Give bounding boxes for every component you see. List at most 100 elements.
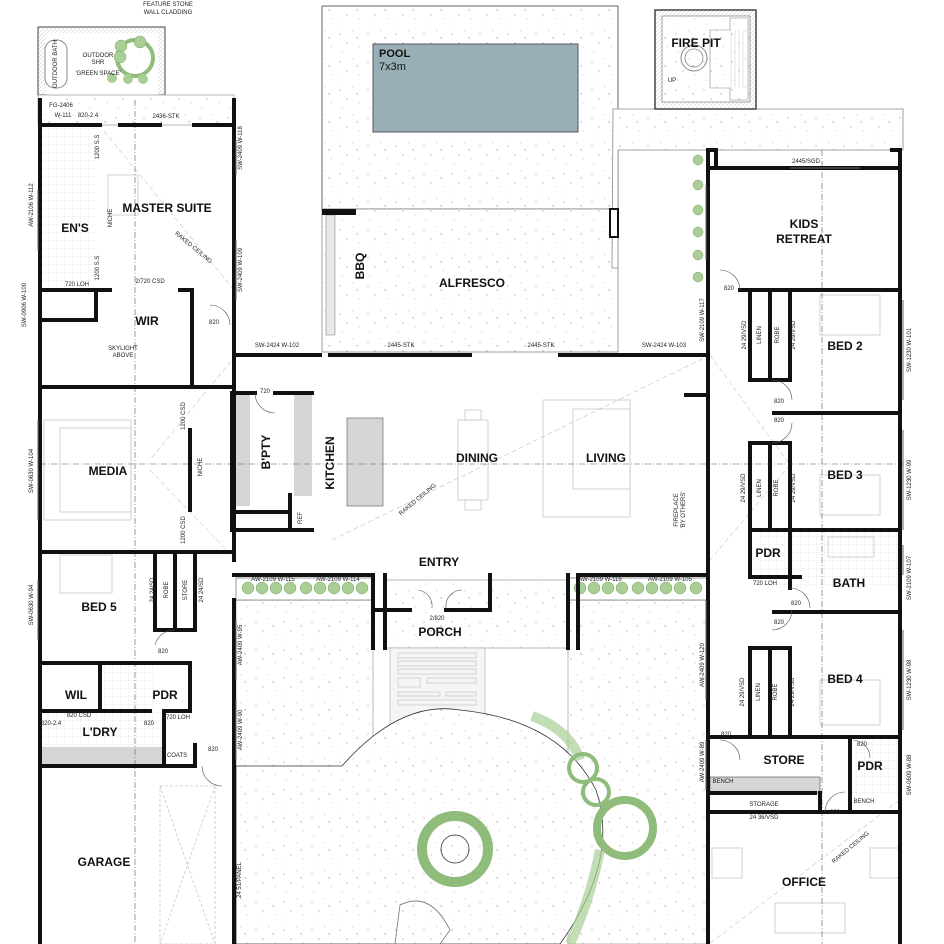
note-bench-pdr: BENCH	[853, 799, 875, 805]
room-master-suite: MASTER SUITE	[122, 201, 212, 215]
note-2720-csd: 2/720 CSD	[135, 279, 165, 285]
note-fireplace-2: 'BY OTHERS'	[681, 491, 687, 529]
note-820-pdr: 820	[856, 742, 868, 748]
room-garage: GARAGE	[77, 855, 131, 869]
note-sw-1230-99: SW-1230 W-99	[907, 459, 913, 501]
note-720-loh-l: 720 LOH	[165, 715, 191, 721]
driveway-planting	[417, 711, 657, 944]
room-butlers-pantry: B'PTY	[259, 434, 273, 470]
door-swings	[154, 269, 871, 813]
note-2436-stk: 2436-STK	[152, 114, 180, 120]
note-robe-bed5: ROBE	[164, 581, 170, 599]
room-pdr-left: PDR	[152, 688, 178, 702]
note-aw-2409-95: AW-2409 W-95	[238, 624, 244, 666]
note-820-bed2: 820	[773, 399, 785, 405]
room-bed3: BED 3	[827, 468, 863, 482]
room-laundry: L'DRY	[82, 725, 118, 739]
note-vsd-f: 24 29/VSD	[790, 677, 796, 707]
note-820-bed5: 820	[157, 649, 169, 655]
note-sw-1230-101: SW-1230 W-101	[907, 327, 913, 373]
note-linen-b: LINEN	[757, 479, 763, 497]
note-aw-2409-90: AW-2409 W-90	[238, 709, 244, 751]
note-sw-0609-88: SW-0609 W-88	[907, 754, 913, 796]
note-linen-c: LINEN	[756, 683, 762, 701]
note-outdoor-bath: OUTDOOR BATH	[53, 40, 59, 88]
note-820-csd: 820 CSD	[66, 713, 92, 719]
note-robe-b: ROBE	[774, 479, 780, 497]
note-sw-2409-109: SW-2409 W-109	[238, 247, 244, 293]
note-niche-master: NICHE	[108, 208, 114, 228]
note-820-garage: 820	[207, 747, 219, 753]
room-pdr-right-lower: PDR	[857, 759, 883, 773]
note-vsd-d: 24 29/VSD	[791, 473, 797, 503]
room-media: MEDIA	[88, 464, 128, 478]
note-aw-2109-114: AW-2109 W-114	[316, 577, 360, 583]
note-sw-2424-103: SW-2424 W-103	[641, 343, 687, 349]
note-skylight-2: ABOVE	[112, 353, 134, 359]
note-sw-0906: SW-0906 W-100	[22, 282, 28, 328]
note-2424-sd-b: 24 24/SD	[199, 577, 205, 603]
pool-size: 7x3m	[379, 61, 406, 73]
note-sw-0630-94: SW-0630 W-94	[29, 584, 35, 626]
room-bed5: BED 5	[81, 600, 117, 614]
note-store-bed5: STORE	[183, 579, 189, 601]
note-coats: COATS	[166, 753, 188, 759]
note-aw-2409-89: AW-2409 W-89	[700, 741, 706, 783]
note-720-loh-r: 720 LOH	[752, 581, 778, 587]
note-2445-sgd: 2445/SGD	[791, 159, 821, 165]
pool-water	[372, 43, 579, 133]
note-linen-a: LINEN	[757, 326, 763, 344]
room-pdr-right-upper: PDR	[755, 546, 781, 560]
alfresco-floor	[321, 208, 619, 353]
room-wir: WIR	[135, 314, 159, 328]
note-fireplace-1: FIREPLACE	[674, 493, 680, 527]
note-820-store: 820	[720, 732, 732, 738]
room-office: OFFICE	[782, 875, 826, 889]
window-lines	[37, 140, 904, 790]
room-entry: ENTRY	[418, 555, 460, 569]
note-1200ss-bot: 1200 S.S	[95, 255, 101, 281]
ensuite-floor	[40, 125, 96, 290]
pool-deck	[321, 5, 619, 210]
room-bath: BATH	[832, 576, 866, 590]
pantry-bench	[232, 393, 250, 506]
note-2-820: 2/820	[429, 616, 445, 622]
note-720-bpty: 720	[259, 389, 271, 395]
room-wil: WIL	[65, 688, 87, 702]
note-820-ldry: 820	[143, 721, 155, 727]
note-1200-csd-top: 1200 CSD	[181, 402, 187, 430]
note-820-24: 820-2.4	[77, 113, 99, 119]
walls	[38, 98, 902, 944]
note-820-bath: 820	[790, 601, 802, 607]
room-alfresco: ALFRESCO	[439, 276, 505, 290]
room-living: LIVING	[585, 451, 627, 465]
note-fg-2406: FG-2406	[49, 103, 73, 109]
note-aw-2109-105: AW-2109 W-105	[648, 577, 692, 583]
note-2424-sd-a: 24 24/SD	[150, 577, 156, 603]
note-sw-2409-118: SW-2409 W-118	[238, 126, 244, 170]
note-vsd-e: 24 29/VSD	[740, 677, 746, 707]
note-2451-panel: 24 51/PANEL	[237, 862, 243, 898]
note-robe-a: ROBE	[775, 326, 781, 344]
furniture-outlines	[43, 174, 901, 944]
note-aw-2106: AW-2106 W-112	[29, 183, 35, 227]
note-feature-stone-1: FEATURE STONE	[143, 2, 193, 8]
note-820-bed4: 820	[773, 620, 785, 626]
room-bbq: BBQ	[353, 252, 367, 280]
note-niche-media: NICHE	[198, 457, 204, 477]
note-820-wir: 820	[208, 320, 220, 326]
note-vsd-b: 24 29/VSD	[791, 320, 797, 350]
note-storage: STORAGE	[749, 802, 779, 808]
room-kitchen: KITCHEN	[323, 436, 337, 490]
note-w-111: W-111	[54, 113, 72, 119]
note-aw-2409-120: AW-2409 W-120	[700, 643, 706, 687]
room-kids-retreat-2: RETREAT	[776, 232, 832, 246]
room-store: STORE	[763, 753, 805, 767]
note-sw-2109-117: SW-2109 W-117	[700, 298, 706, 342]
note-1200-csd-bot: 1200 CSD	[181, 516, 187, 544]
note-aw-2109-116: AW-2109 W-116	[578, 577, 622, 583]
room-porch: PORCH	[418, 625, 462, 639]
note-sw-2109-107: SW-2109 W-107	[907, 555, 913, 601]
note-2445-stk-a: 2445-STK	[387, 343, 415, 349]
room-bed4: BED 4	[827, 672, 863, 686]
